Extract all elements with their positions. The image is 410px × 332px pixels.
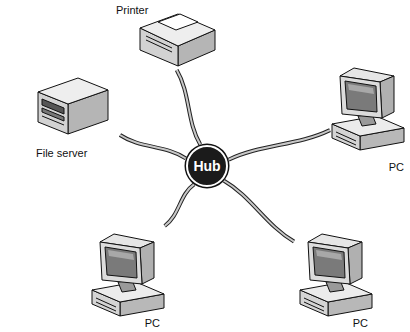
network-cable — [120, 135, 186, 158]
network-cable — [224, 181, 294, 242]
pc-illustration — [300, 234, 372, 316]
device-node: PC — [330, 62, 406, 176]
cable-core — [224, 181, 294, 242]
network-cable — [177, 70, 201, 145]
cable-core — [120, 135, 186, 158]
pc-illustration — [332, 68, 404, 150]
device-node: Printer — [112, 2, 220, 70]
printer-illustration — [140, 14, 215, 66]
pc-illustration — [92, 234, 164, 316]
device-node: PC — [294, 226, 378, 330]
cable-outline — [229, 130, 330, 160]
device-label: PC — [389, 161, 404, 174]
file-server-illustration — [38, 78, 108, 134]
hub-circle: Hub — [186, 145, 228, 187]
cable-core — [177, 70, 201, 145]
device-label: PC — [145, 317, 160, 330]
cable-core — [229, 130, 330, 160]
hub-label: Hub — [193, 158, 220, 174]
network-cable — [165, 184, 194, 226]
cable-outline — [120, 135, 186, 158]
device-label: File server — [36, 147, 87, 160]
cable-core — [165, 184, 194, 226]
device-label: PC — [353, 317, 368, 330]
cable-outline — [165, 184, 194, 226]
cable-outline — [224, 181, 294, 242]
device-node: PC — [86, 226, 170, 330]
cable-outline — [177, 70, 201, 145]
network-cable — [229, 130, 330, 160]
device-node: File server — [30, 76, 120, 162]
device-label: Printer — [116, 4, 148, 17]
